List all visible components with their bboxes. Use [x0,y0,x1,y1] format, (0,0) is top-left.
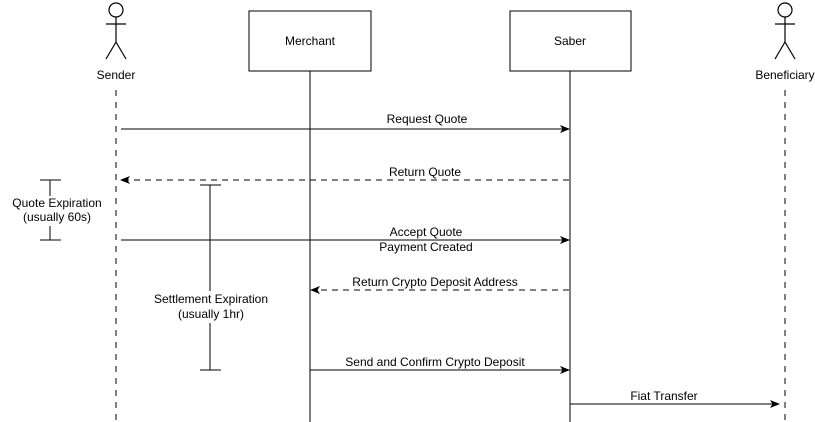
settlement-expiration-bracket [200,184,221,371]
request-quote-label: Request Quote [387,112,468,126]
saber-label: Saber [554,34,586,48]
payment-created-label: Payment Created [379,240,472,254]
settlement-expiration-label-line2: (usually 1hr) [178,307,244,321]
return-crypto-deposit-address-label: Return Crypto Deposit Address [352,275,517,289]
settlement-expiration-label-line1: Settlement Expiration [154,292,268,306]
beneficiary-label: Beneficiary [755,68,814,82]
return-quote-label: Return Quote [389,165,461,179]
merchant-label: Merchant [285,34,336,48]
fiat-transfer-label: Fiat Transfer [630,389,697,403]
send-and-confirm-crypto-deposit-label: Send and Confirm Crypto Deposit [345,355,525,369]
merchant-box [248,10,372,72]
accept-quote-label: Accept Quote [390,225,463,239]
sender-label: Sender [97,68,136,82]
sender-actor-icon [105,2,127,60]
quote-expiration-label-line1: Quote Expiration [12,196,101,210]
quote-expiration-label-line2: (usually 60s) [23,210,91,224]
saber-box [509,10,632,72]
beneficiary-actor-icon [774,2,796,60]
